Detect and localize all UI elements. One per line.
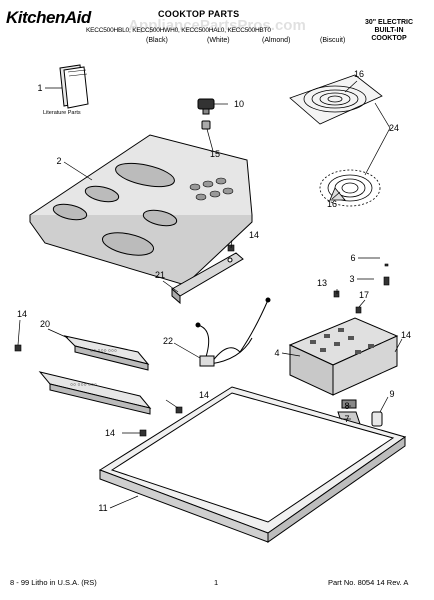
wire-harness [195, 297, 271, 367]
literature-caption: Literature Parts [43, 110, 81, 116]
callout-label: 10 [234, 99, 244, 109]
callout-label: 9 [389, 389, 394, 399]
burner-element [84, 185, 120, 203]
callout-label: 1 [37, 83, 42, 93]
callout-label: 6 [350, 253, 355, 263]
page-title: COOKTOP PARTS [158, 9, 240, 19]
control-rail: ○○ ○○○ ○○○ ○○ ○○○ ○○○ [38, 335, 152, 415]
glass-cooktop [29, 134, 253, 286]
callout-label: 24 [389, 123, 399, 133]
callout-label: 11 [98, 503, 107, 513]
callout-label: 14 [105, 428, 115, 438]
model-number: KECC500HWH0 [132, 27, 179, 34]
callout-label: 15 [210, 149, 220, 159]
spec-line: COOKTOP [371, 35, 407, 42]
footer-page-number: 1 [214, 578, 219, 587]
callout-label: 14 [249, 230, 259, 240]
leader-lines [17, 80, 403, 509]
burner-element [101, 232, 155, 256]
brand-logo: KitchenAid [6, 8, 91, 27]
model-number: KECC500HBT0 [227, 27, 271, 34]
color-label: (White) [207, 37, 230, 44]
model-number: KECC500HBL0 [86, 27, 129, 34]
callout-label: 22 [163, 336, 173, 346]
model-number: KECC500HAL0 [181, 27, 225, 34]
callout-label: 7 [344, 414, 349, 424]
burner-element [142, 209, 178, 227]
callout-label: 3 [349, 274, 354, 284]
callout-label: 14 [17, 309, 27, 319]
callout-label: 4 [274, 348, 279, 358]
callout-label: 20 [40, 319, 50, 329]
model-numbers: KECC500HBL0, KECC500HWH0, KECC500HAL0, K… [86, 27, 271, 34]
watermark: AppliancePartsPros.com [128, 17, 306, 34]
spec-line: BUILT-IN [374, 27, 404, 34]
literature-booklet [59, 64, 89, 109]
color-label: (Almond) [262, 37, 291, 44]
burner-element [115, 162, 175, 188]
control-knob [197, 98, 215, 115]
callout-label: 8 [344, 401, 349, 411]
color-label: (Black) [146, 37, 168, 44]
footer-part-number: Part No. 8054 14 Rev. A [328, 578, 409, 587]
control-knob-pads [189, 177, 234, 201]
control-box [288, 317, 399, 396]
callout-label: 16 [354, 69, 364, 79]
callout-label: 13 [317, 278, 327, 288]
spec-line: 30" ELECTRIC [364, 19, 414, 26]
burner-element [52, 203, 88, 221]
callout-label: 14 [401, 330, 411, 340]
mounting-bracket [171, 252, 244, 305]
fuse [371, 411, 383, 427]
color-label: (Biscuit) [320, 37, 346, 44]
callout-label: 21 [155, 270, 165, 280]
product-spec: 30" ELECTRIC BUILT-IN COOKTOP [354, 19, 424, 43]
callout-label: 2 [56, 156, 61, 166]
callout-label: 14 [199, 390, 209, 400]
callout-label: 16 [327, 199, 337, 209]
knob-clip [201, 120, 211, 130]
callout-labels: 1 2 3 4 6 7 8 9 10 11 13 14 14 14 14 14 … [17, 69, 411, 513]
cooktop-frame [98, 386, 407, 543]
rail-marking: ○○ ○○○ ○○○ [90, 348, 117, 354]
rail-marking: ○○ ○○○ ○○○ [70, 382, 97, 388]
callout-label: 17 [359, 290, 369, 300]
footer-litho: 8 - 99 Litho in U.S.A. (RS) [10, 578, 97, 587]
coil-burner-upper [289, 74, 383, 125]
